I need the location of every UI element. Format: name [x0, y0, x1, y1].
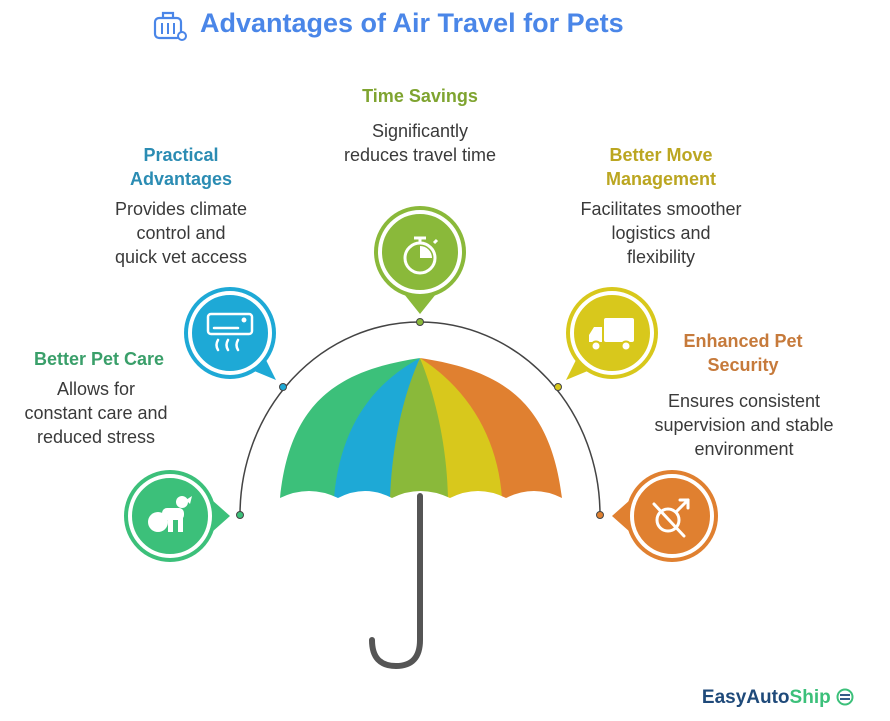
heading-practical-advantages: Practical Advantages [129, 145, 233, 189]
heading-enhanced-pet-security: Enhanced Pet Security [683, 331, 803, 375]
arc-dot-green [236, 511, 244, 519]
canopy-panel-olive [390, 358, 450, 498]
canopy-panel-green [280, 358, 420, 498]
desc-time-savings: Significantly reduces travel time [343, 121, 497, 165]
desc-practical-advantages: Provides climate control and quick vet a… [114, 199, 248, 267]
desc-better-move-management: Facilitates smoother logistics and flexi… [580, 199, 742, 267]
arc-dot-blue [279, 383, 287, 391]
brand-easy: Easy [701, 687, 747, 708]
page-title: Advantages of Air Travel for Pets [200, 8, 624, 38]
canopy-panel-blue [334, 358, 420, 498]
dog-icon [148, 496, 192, 532]
pet-carrier-icon [153, 11, 187, 41]
desc-better-pet-care: Allows for constant care and reduced str… [24, 379, 168, 447]
heading-time-savings: Time Savings [362, 86, 478, 106]
bubble-enhanced-pet-security [612, 470, 718, 562]
arc-dot-orange [596, 511, 604, 519]
canopy-panel-yellow [420, 358, 506, 498]
air-conditioner-icon [206, 312, 254, 352]
heading-better-move-management: Better Move Management [605, 145, 717, 189]
arc-dot-olive [416, 318, 424, 326]
stopwatch-icon [403, 236, 439, 275]
brand-logo: EasyAutoShip [702, 687, 854, 709]
umbrella-handle [369, 493, 423, 670]
no-gender-icon [652, 498, 690, 538]
heading-better-pet-care: Better Pet Care [33, 349, 165, 369]
bubble-time-savings [374, 206, 466, 314]
brand-logo-icon [836, 688, 854, 706]
brand-auto: Auto [746, 687, 790, 708]
umbrella-canopy [280, 358, 562, 504]
brand-ship: Ship [789, 687, 831, 708]
arc-dot-yellow [554, 383, 562, 391]
truck-icon [589, 318, 634, 352]
canopy-panel-orange [420, 358, 562, 498]
desc-enhanced-pet-security: Ensures consistent supervision and stabl… [654, 391, 834, 459]
